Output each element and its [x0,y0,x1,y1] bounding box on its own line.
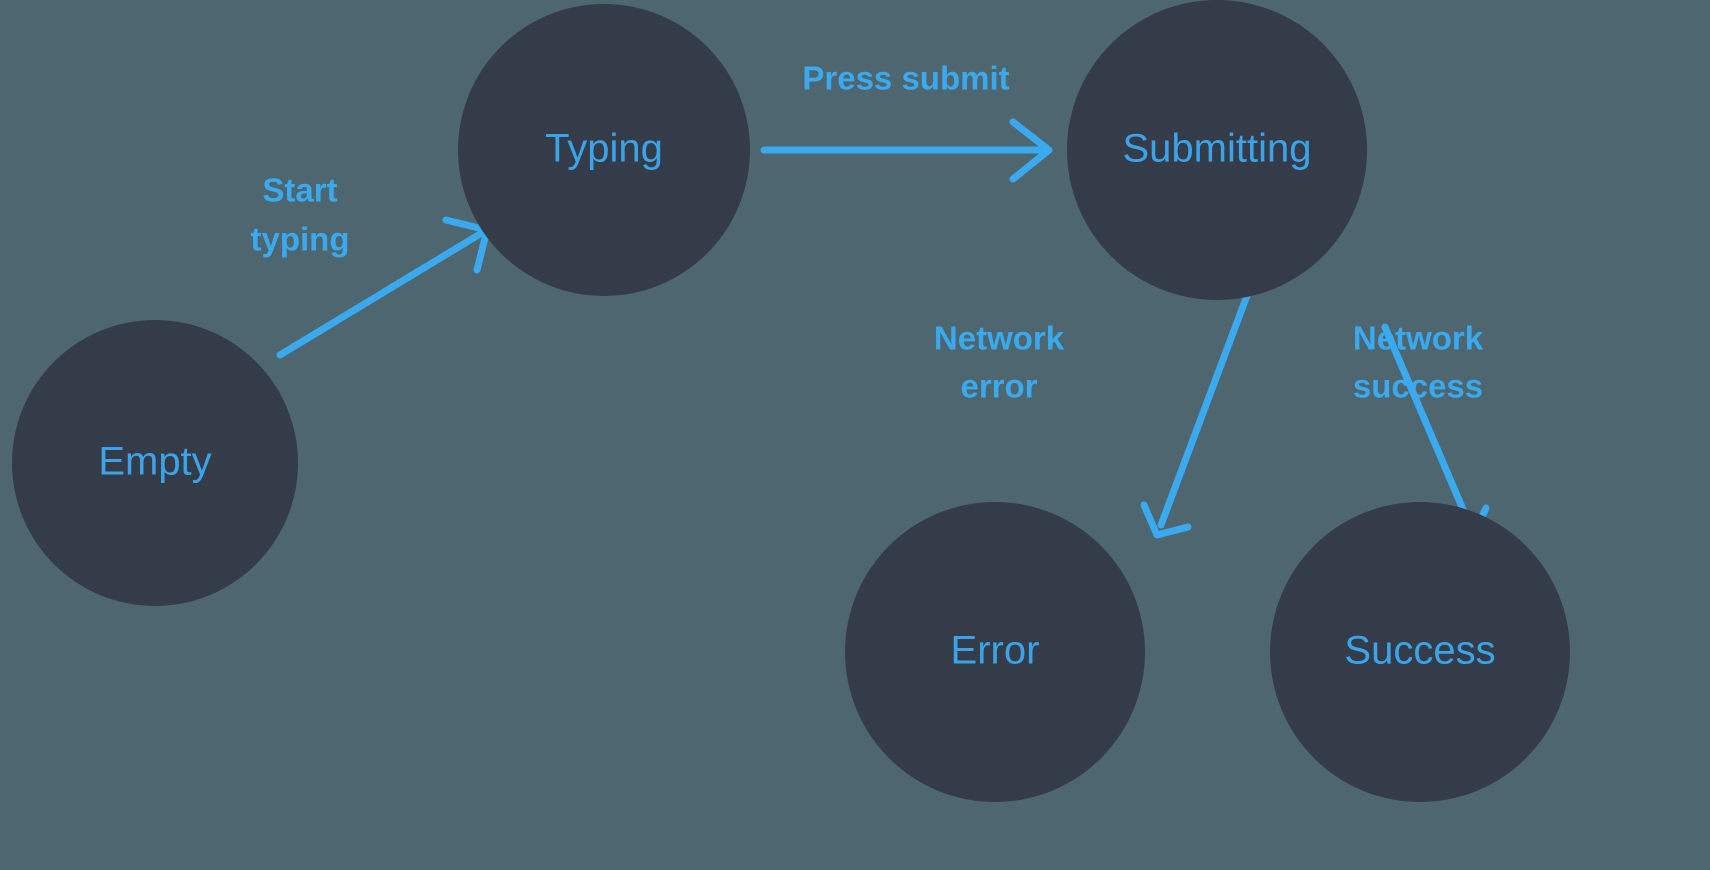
edge-line-empty-to-typing [276,230,484,359]
edge-label-network-error-line-2: error [960,368,1037,405]
edge-line-submitting-to-success [1381,323,1475,532]
edge-label-network-success-line-1: Network [1353,320,1484,357]
edge-typing-to-submitting [760,118,1053,183]
state-node-success-circle[interactable] [1270,502,1570,802]
state-node-empty-label: Empty [98,440,211,484]
edge-label-press-submit-line-1: Press submit [802,60,1009,97]
state-node-submitting[interactable]: Submitting [1067,0,1367,300]
edge-line-submitting-to-error [1157,281,1255,529]
edge-submitting-to-error [1140,281,1255,539]
state-node-error-circle[interactable] [845,502,1145,802]
state-node-success-label: Success [1344,629,1495,673]
edge-label-start-typing: Start typing [251,172,350,258]
edge-label-network-error: Network error [934,320,1065,405]
edge-label-start-typing-line-1: Start [262,172,337,209]
arrowhead-submitting-to-error [1140,501,1192,539]
state-node-typing-circle[interactable] [458,4,750,296]
state-node-typing[interactable]: Typing [458,4,750,296]
edge-label-network-success: Network success [1353,320,1484,405]
state-node-typing-label: Typing [545,127,663,171]
state-node-error-label: Error [951,629,1040,673]
state-node-submitting-circle[interactable] [1067,0,1367,300]
edge-label-network-success-line-2: success [1353,368,1483,405]
state-node-success[interactable]: Success [1270,502,1570,802]
edge-label-start-typing-line-2: typing [251,221,350,258]
arrowhead-typing-to-submitting [1009,118,1053,183]
edge-label-network-error-line-1: Network [934,320,1065,357]
edge-label-press-submit: Press submit [802,60,1009,97]
state-node-error[interactable]: Error [845,502,1145,802]
state-node-submitting-label: Submitting [1123,127,1312,171]
state-node-empty-circle[interactable] [12,320,298,606]
state-node-empty[interactable]: Empty [12,320,298,606]
